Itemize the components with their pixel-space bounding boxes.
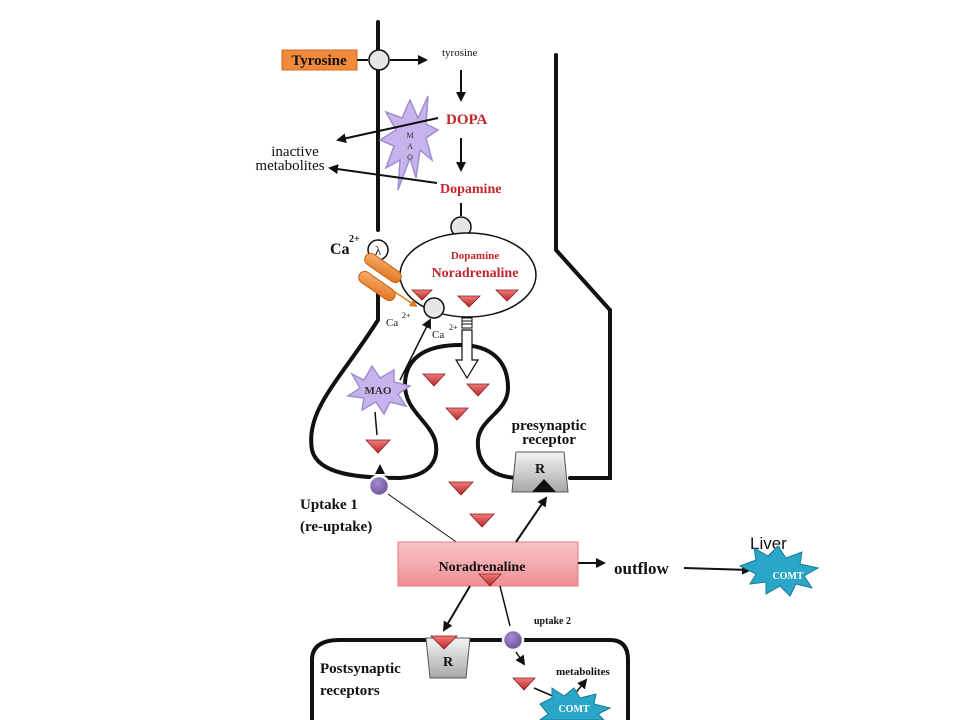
ca-channel-lower [358,270,396,302]
outflow-label: outflow [614,559,670,578]
ca-channel-upper [364,252,402,284]
na-to-uptake2-arrow [499,585,511,627]
postsynaptic-membrane [310,638,630,720]
tyrosine-box-label: Tyrosine [291,53,347,69]
na-triangle [422,373,446,387]
mao-letter-m: M [406,131,413,140]
presynaptic-label-line2: receptor [522,432,576,448]
comt-bottom-label: COMT [558,704,589,715]
na-triangle [512,677,536,691]
comt-liver-enzyme: COMT [738,545,820,597]
na-triangle [457,295,481,308]
dopamine-to-inactive-arrow [328,164,438,184]
ca-left-label: Ca [386,317,398,329]
noradrenaline-box-label: Noradrenaline [439,560,526,575]
presynaptic-label-line1: presynaptic [512,418,587,434]
ca-left-superscript: 2+ [402,311,411,320]
dopamine-label: Dopamine [440,182,501,197]
reuptake-to-vesicle-arrow [399,318,431,381]
uptake2-label: uptake 2 [534,616,571,627]
uptake2-transporter [501,628,525,652]
uptake1-label-line2: (re-uptake) [300,519,372,535]
na-triangle [466,383,490,397]
na-triangle [469,513,495,528]
mao-lower-label: MAO [365,385,392,397]
mao-enzyme-upper: M A O [378,95,440,191]
comt-liver-label: COMT [772,571,803,582]
vesicle-dopamine-label: Dopamine [451,250,499,262]
receptor-binding-triangle [532,479,556,492]
postsynaptic-label-line1: Postsynaptic [320,661,401,677]
exocytosis-arrow [454,317,480,380]
na-triangle [495,289,519,302]
na-triangle [448,481,474,496]
uptake1-transporter [367,474,391,498]
ca-influx-arrow [391,289,418,308]
na-triangle [411,289,433,301]
vesicle-noradrenaline-label: Noradrenaline [432,266,519,281]
uptake1-label-line1: Uptake 1 [300,497,358,513]
na-to-mao-arrow [374,411,378,436]
uptake1-pointer-line [387,493,463,547]
na-to-presynaptic-arrow [515,496,548,543]
ca-main-superscript: 2+ [349,234,360,245]
na-triangle [365,439,391,454]
inactive-metabolites-line1: inactive [271,144,319,160]
postsynaptic-label-line2: receptors [320,683,380,699]
outflow-to-liver-arrow [683,564,752,575]
na-triangle [445,407,469,421]
mao-letter-o: O [407,153,413,162]
na-triangle [430,635,458,650]
vesicle-transporter-bottom [423,297,445,319]
presynaptic-receptor-label: R [535,462,546,477]
postsynaptic-receptor-label: R [443,655,454,670]
presynaptic-receptor [511,451,569,493]
comt-bottom-enzyme: COMT [539,687,612,720]
dopa-to-inactive-arrow [336,117,439,144]
tyrosine-small-label: tyrosine [442,47,478,59]
tyrosine-transporter [368,49,390,71]
ca-right-label: Ca [432,329,444,341]
metabolites-label: metabolites [556,666,610,678]
ca-right-superscript: 2+ [449,323,458,332]
mao-letter-a: A [407,142,413,151]
mao-enzyme-lower: MAO [345,364,412,416]
lambda-icon: λ [375,243,382,258]
na-triangle [478,573,502,587]
ca-main-label: Ca [330,241,350,258]
dopa-label: DOPA [446,112,488,128]
na-to-postsynaptic-arrow [442,585,471,632]
inactive-metabolites-line2: metabolites [255,158,324,174]
